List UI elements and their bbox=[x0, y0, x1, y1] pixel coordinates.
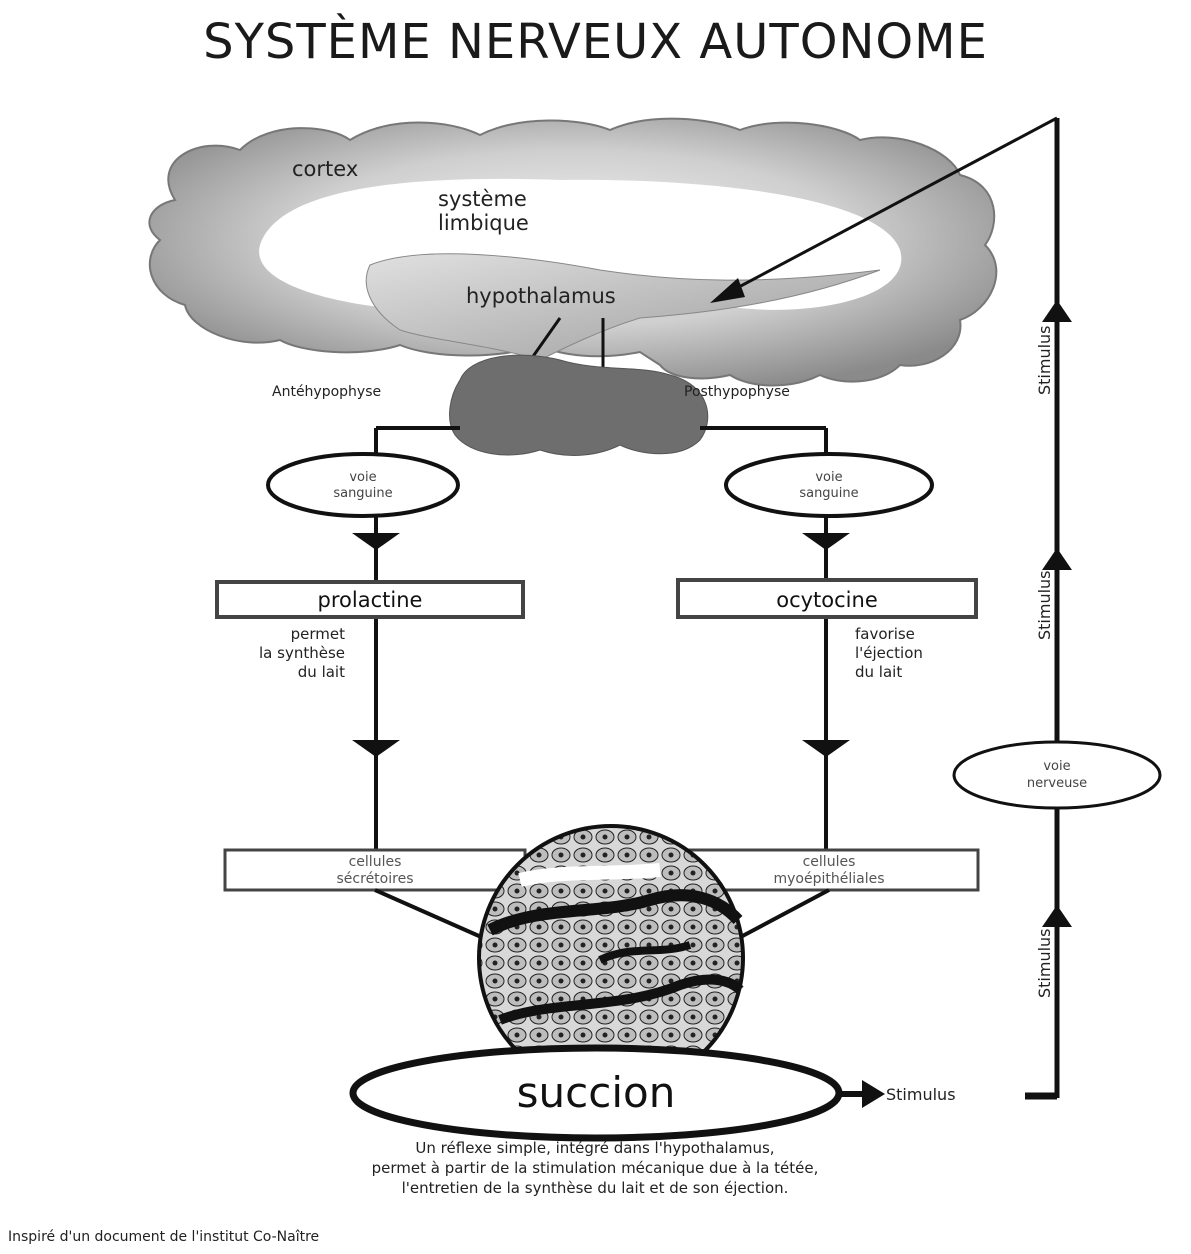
right-route-line2: sanguine bbox=[799, 486, 858, 501]
left-route-line1: voie bbox=[349, 470, 376, 485]
neural-route-line1: voie bbox=[1043, 759, 1070, 774]
left-arrow-down-2 bbox=[352, 740, 400, 757]
stimulus-label-2: Stimulus bbox=[1035, 570, 1054, 640]
caption-line-1: Un réflexe simple, intégré dans l'hypoth… bbox=[415, 1139, 775, 1157]
cortex-shape bbox=[148, 117, 998, 387]
left-blood-route-oval bbox=[266, 452, 460, 518]
diagram-caption: Un réflexe simple, intégré dans l'hypoth… bbox=[195, 1138, 995, 1198]
posterior-pituitary-label: Posthypophyse bbox=[684, 384, 790, 400]
stimulus-arrow-up-2 bbox=[1042, 548, 1072, 570]
right-arrow-down-1 bbox=[802, 533, 850, 550]
ocytocine-label: ocytocine bbox=[776, 588, 878, 612]
left-route-line2: sanguine bbox=[333, 486, 392, 501]
left-effect-line2: la synthèse bbox=[259, 644, 345, 662]
right-arrow-down-2 bbox=[802, 740, 850, 757]
prolactine-box bbox=[215, 580, 525, 619]
anterior-pituitary-label: Antéhypophyse bbox=[272, 384, 381, 400]
caption-line-2: permet à partir de la stimulation mécani… bbox=[371, 1159, 819, 1177]
prolactine-label: prolactine bbox=[318, 588, 423, 612]
source-note: Inspiré d'un document de l'institut Co-N… bbox=[8, 1229, 320, 1245]
diagram-title: SYSTÈME NERVEUX AUTONOME bbox=[203, 14, 988, 70]
myoepithelial-cells-box bbox=[678, 848, 980, 892]
left-arrow-down-1 bbox=[352, 533, 400, 550]
stimulus-label-3: Stimulus bbox=[1035, 928, 1054, 998]
secretory-cells-box bbox=[223, 848, 527, 892]
hypothalamus-label: hypothalamus bbox=[466, 284, 616, 308]
myoepithelial-cells-line2: myoépithéliales bbox=[773, 871, 884, 887]
ocytocine-box bbox=[676, 578, 978, 619]
secretory-cells-line2: sécrétoires bbox=[337, 871, 414, 887]
stimulus-label-1: Stimulus bbox=[1035, 325, 1054, 395]
caption-line-3: l'entretien de la synthèse du lait et de… bbox=[401, 1179, 789, 1197]
neural-route-line2: nerveuse bbox=[1027, 776, 1087, 791]
secretory-cells-line1: cellules bbox=[349, 854, 402, 870]
right-blood-route-oval bbox=[724, 452, 934, 518]
stimulus-arrow-up-1 bbox=[1042, 300, 1072, 322]
cells-to-tissue-lines bbox=[374, 888, 830, 942]
succion-arrow bbox=[862, 1080, 885, 1108]
right-route-line1: voie bbox=[815, 470, 842, 485]
succion-group: succion Stimulus bbox=[349, 1044, 1057, 1142]
stimulus-arrow-up-3 bbox=[1042, 905, 1072, 927]
neural-pathway-line bbox=[719, 116, 1060, 1098]
left-effect-line3: du lait bbox=[298, 663, 345, 681]
right-effect-line2: l'éjection bbox=[855, 644, 923, 662]
right-effect-line3: du lait bbox=[855, 663, 902, 681]
succion-stimulus-label: Stimulus bbox=[886, 1085, 956, 1104]
arrow-into-hypothalamus bbox=[710, 278, 745, 303]
succion-label: succion bbox=[517, 1068, 676, 1117]
left-effect-line1: permet bbox=[291, 625, 345, 643]
cortex-label: cortex bbox=[292, 157, 358, 181]
neural-route-oval: voie nerveuse bbox=[952, 740, 1162, 810]
right-branch: voie sanguine ocytocine favorise l'éject… bbox=[676, 452, 980, 892]
limbic-label-line2: limbique bbox=[438, 211, 529, 235]
right-effect-line1: favorise bbox=[855, 625, 915, 643]
limbic-label-line1: système bbox=[438, 187, 527, 211]
left-branch: voie sanguine prolactine permet la synth… bbox=[215, 452, 527, 892]
pituitary-gland bbox=[449, 354, 709, 456]
myoepithelial-cells-line1: cellules bbox=[803, 854, 856, 870]
